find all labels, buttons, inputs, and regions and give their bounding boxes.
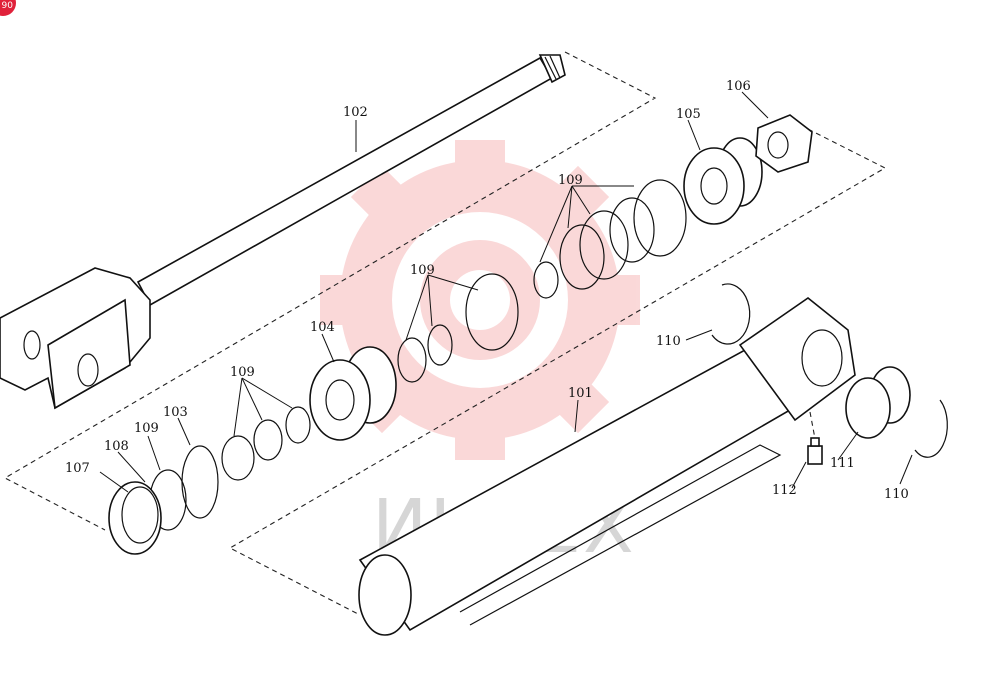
ring-107 [108, 481, 162, 555]
fitting-tip [810, 437, 820, 447]
seal-ring-k [221, 435, 255, 481]
seal-ring-b [609, 197, 655, 263]
label-103: 103 [163, 405, 188, 420]
label-109-mid: 109 [410, 263, 435, 278]
seal-ring-g [427, 324, 453, 366]
seal-ring-e [533, 261, 559, 299]
watermark-gear-teeth [320, 140, 640, 460]
barrel-head [738, 297, 856, 422]
label-112: 112 [772, 483, 797, 498]
clevis-hole-front [77, 353, 99, 387]
seal-ring-d [559, 224, 605, 290]
label-109-left: 109 [230, 365, 255, 380]
snap-ring-103 [181, 445, 219, 519]
thread-line-1 [544, 56, 557, 80]
seal-ring-a [633, 179, 687, 257]
gland-105 [683, 137, 763, 225]
label-110-left: 110 [656, 334, 681, 349]
leader-lines [99, 91, 913, 493]
badge-text: 90 [1, 1, 13, 11]
label-110-right: 110 [884, 487, 909, 502]
clevis-hole-back [23, 330, 41, 360]
retaining-ring-110-left [711, 283, 751, 345]
ring-108 [121, 486, 159, 544]
grease-fitting-112 [807, 437, 823, 465]
gland-bore [700, 167, 728, 205]
seal-ring-h [397, 337, 427, 383]
rod-group-boundary [3, 51, 657, 531]
watermark-gear-center [450, 270, 510, 330]
label-101: 101 [568, 386, 593, 401]
cylinder-group-boundary [228, 124, 887, 616]
label-107: 107 [65, 461, 90, 476]
label-111: 111 [830, 456, 855, 471]
fitting-body [807, 445, 823, 465]
seal-ring-i [285, 406, 311, 444]
seal-ring-c [579, 210, 629, 280]
piston-104 [309, 346, 397, 441]
cylinder-barrel-101 [358, 297, 856, 636]
label-109-top: 109 [558, 173, 583, 188]
seal-ring-f [465, 273, 519, 351]
piston-bore [325, 379, 355, 421]
bushing-111 [845, 366, 911, 439]
gland-face [683, 147, 745, 225]
seals-109 [221, 179, 687, 481]
label-109-low: 109 [134, 421, 159, 436]
thread-line-2 [549, 55, 561, 79]
piston-face [309, 359, 371, 441]
seal-ring-j [253, 419, 283, 461]
label-104: 104 [310, 320, 335, 335]
eye-bore [801, 329, 843, 387]
label-106: 106 [726, 79, 751, 94]
nut-hex [755, 114, 813, 173]
retaining-ring-110-right [914, 399, 948, 458]
label-108: 108 [104, 439, 129, 454]
bushing-face [845, 377, 891, 439]
corner-badge: 90 [0, 0, 16, 16]
piston-rod-102 [0, 54, 566, 410]
nut-hole [767, 131, 789, 159]
label-105: 105 [676, 107, 701, 122]
watermark-logo [320, 140, 640, 460]
nut-106 [755, 114, 813, 173]
barrel-open-end [358, 554, 412, 636]
label-102: 102 [343, 105, 368, 120]
side-pipe [459, 444, 782, 626]
